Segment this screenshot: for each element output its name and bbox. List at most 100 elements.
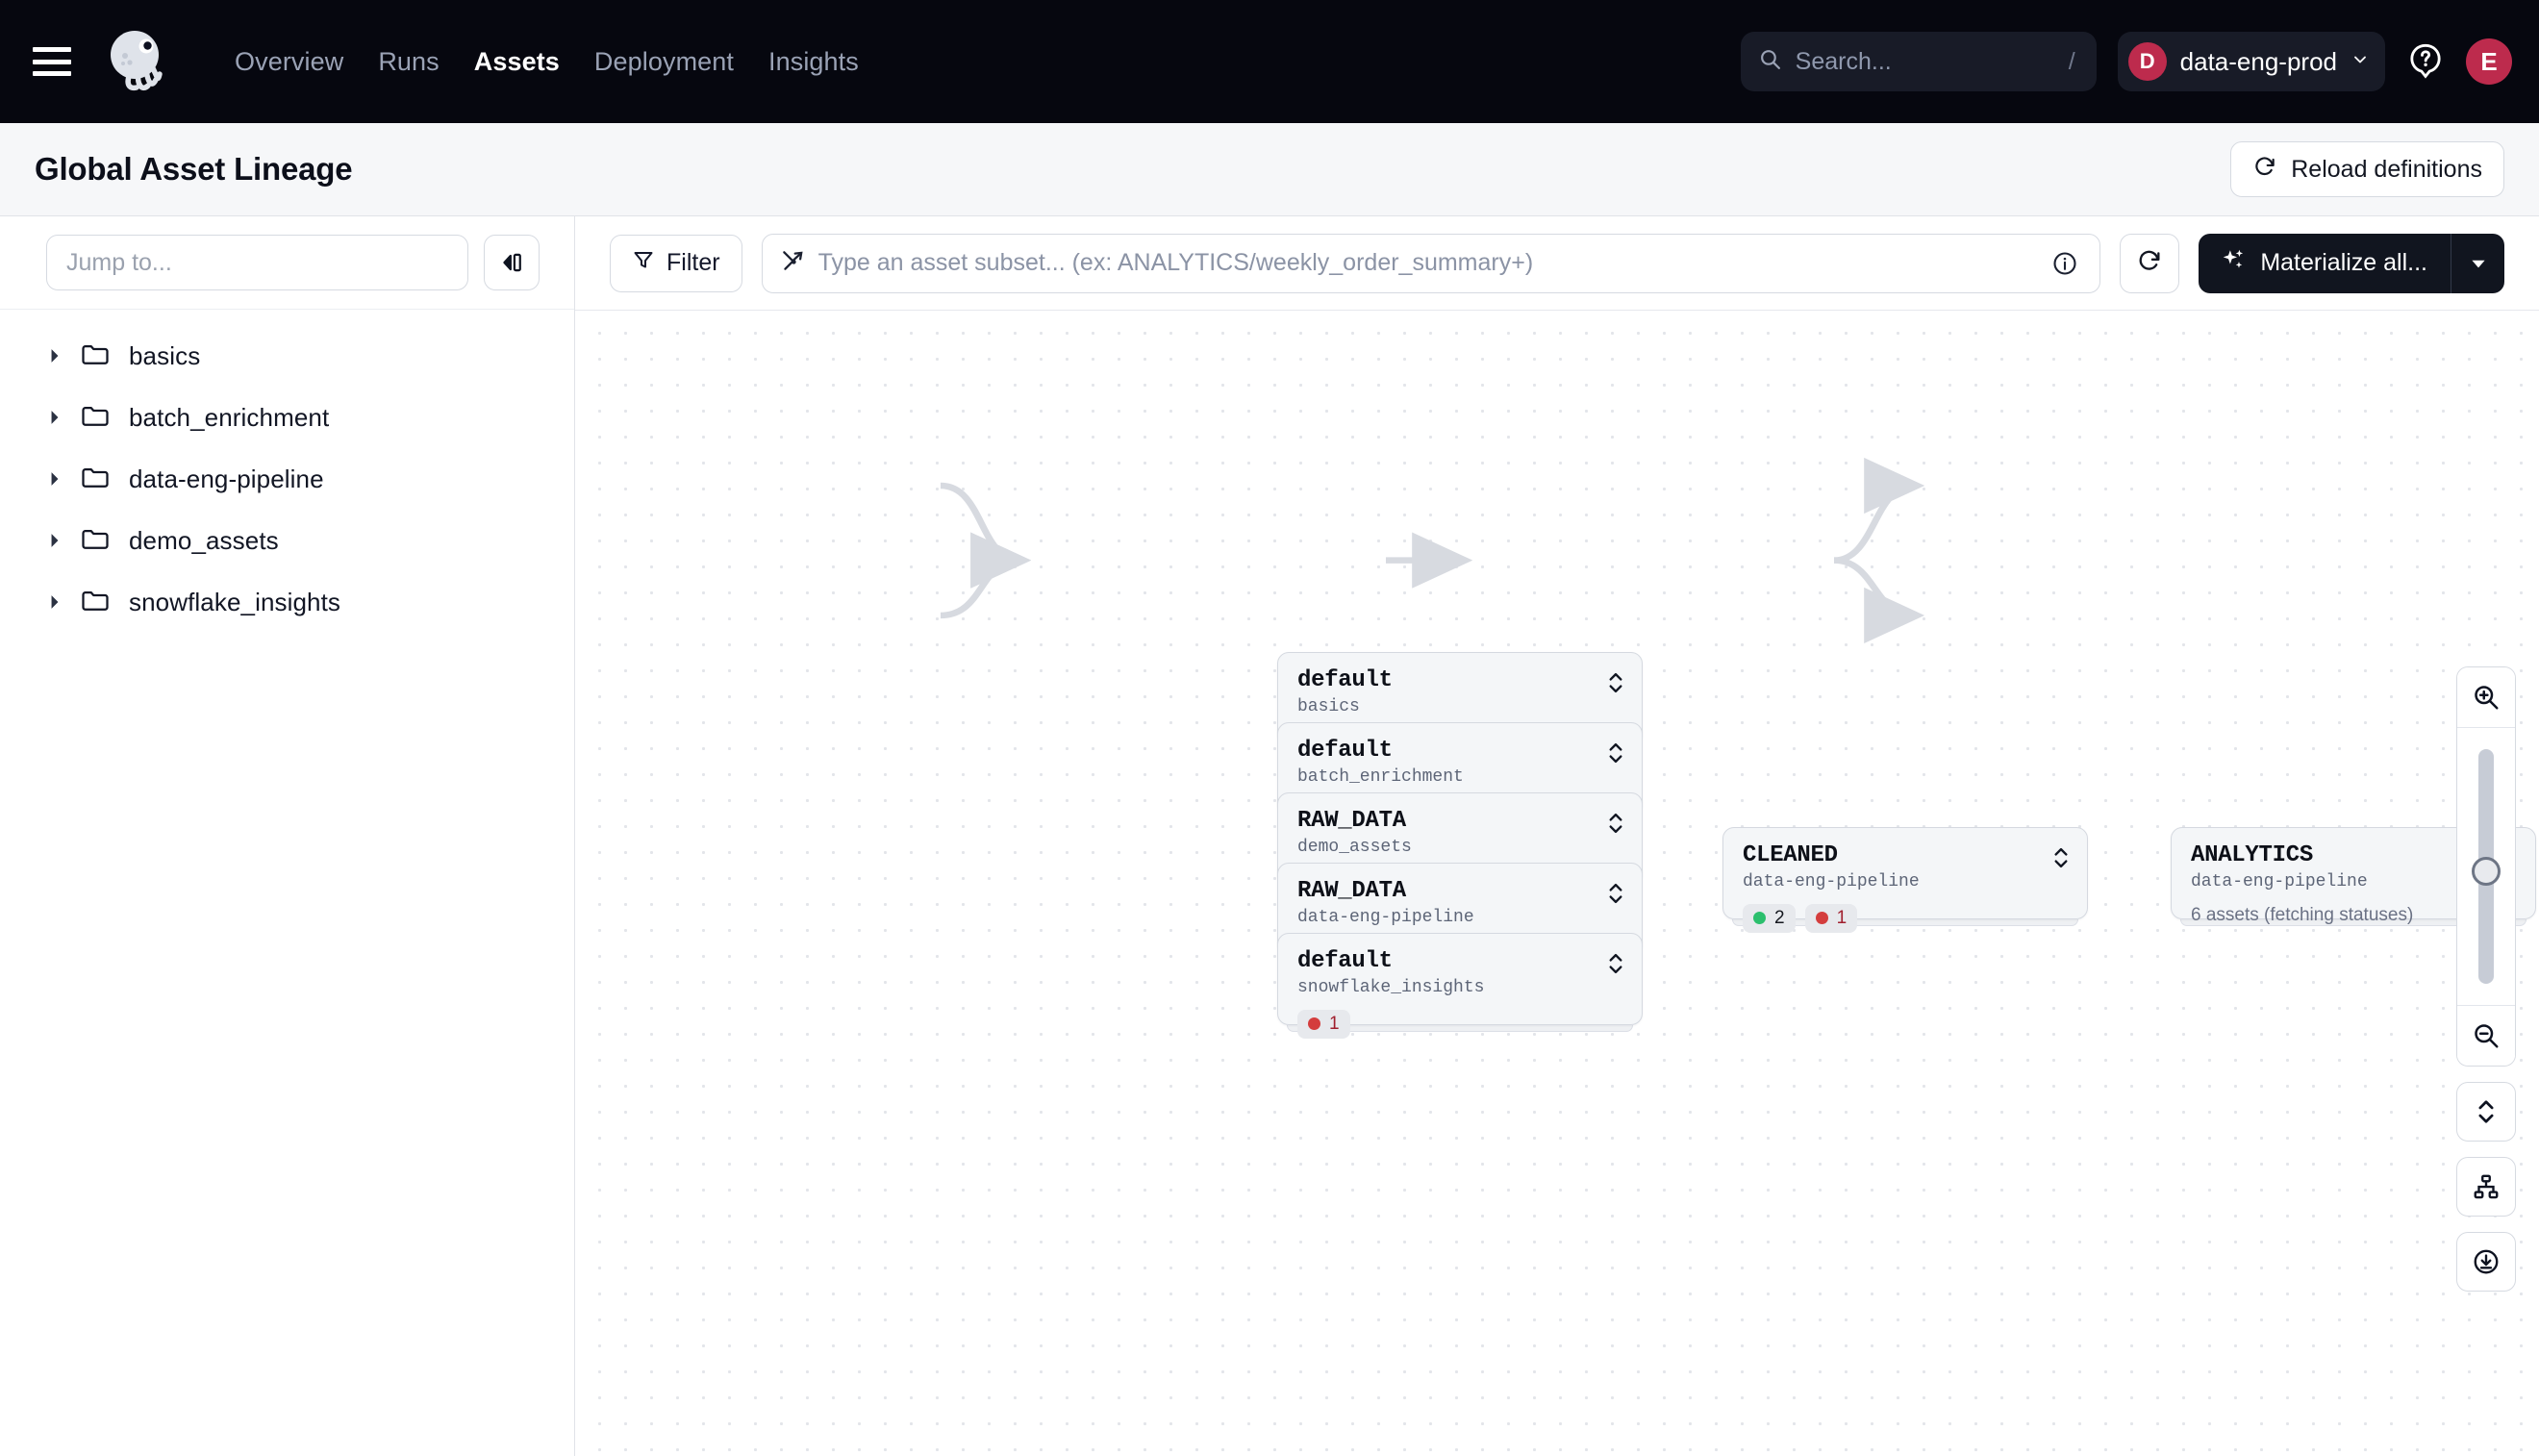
refresh-graph-button[interactable] [2120,233,2180,293]
sidebar-item-label: basics [129,340,201,370]
asset-subset-placeholder: Type an asset subset... (ex: ANALYTICS/w… [817,249,1534,276]
sidebar-item-label: snowflake_insights [129,587,341,616]
folder-icon [81,403,110,433]
asset-group-sidebar: basics batch_enrichment [0,216,575,1456]
global-search-input[interactable]: Search... / [1740,32,2097,91]
page-title: Global Asset Lineage [35,151,353,187]
nav-link-overview[interactable]: Overview [235,46,344,76]
chevron-right-icon[interactable] [48,533,62,548]
zoom-slider-thumb[interactable] [2472,857,2501,886]
materialize-all-button[interactable]: Materialize all... [2199,233,2451,293]
lineage-edges [940,458,1925,643]
sidebar-item-basics[interactable]: basics [0,325,574,387]
node-status-chips: 1 [1297,1009,1622,1039]
collapse-panel-icon[interactable] [484,235,540,290]
node-title: CLEANED [1743,842,1838,868]
chevron-expand-icon[interactable] [1607,881,1624,911]
expand-collapse-icon[interactable] [2456,1082,2516,1142]
nav-link-assets[interactable]: Assets [473,46,560,76]
lineage-canvas[interactable]: default basics 3 [575,310,2539,1456]
jump-to-input[interactable] [46,235,468,290]
folder-icon [81,526,110,556]
dagster-logo-icon[interactable] [96,24,171,99]
nav-right-cluster: Search... / D data-eng-prod E [1740,0,2512,123]
refresh-icon [2136,247,2163,279]
chevron-right-icon[interactable] [48,348,62,364]
nav-link-runs[interactable]: Runs [378,46,440,76]
node-subtitle: basics [1297,697,1360,717]
zoom-slider-group [2456,666,2516,1067]
sidebar-item-snowflake-insights[interactable]: snowflake_insights [0,571,574,633]
chevron-right-icon[interactable] [48,594,62,610]
materialize-options-caret[interactable] [2451,233,2504,293]
nav-link-insights[interactable]: Insights [768,46,859,76]
folder-icon [81,588,110,617]
node-title: default [1297,667,1393,693]
top-navigation-bar: Overview Runs Assets Deployment Insights… [0,0,2539,123]
page-header: Global Asset Lineage Reload definitions [0,123,2539,216]
asset-group-node-cleaned[interactable]: CLEANED data-eng-pipeline 2 1 [1722,827,2088,933]
zoom-in-icon[interactable] [2457,667,2515,727]
asset-group-tree: basics batch_enrichment [0,310,574,633]
chevron-expand-icon[interactable] [1607,811,1624,841]
node-subtitle: snowflake_insights [1297,978,1485,998]
node-subtitle: demo_assets [1297,838,1412,858]
node-status-text: 6 assets (fetching statuses) [2191,904,2414,925]
chevron-right-icon[interactable] [48,471,62,487]
info-circle-icon[interactable] [2051,250,2078,277]
node-subtitle: batch_enrichment [1297,767,1464,788]
node-title: default [1297,948,1393,974]
chevron-expand-icon[interactable] [2052,845,2070,875]
zoom-out-icon[interactable] [2457,1006,2515,1066]
node-status-chips: 2 1 [1743,903,2068,933]
graph-toolbar: Filter Type an asset subset... (ex: ANAL… [575,216,2539,310]
status-badge-failed[interactable]: 1 [1804,903,1858,933]
folder-icon [81,464,110,494]
status-dot-failed-icon [1308,1017,1320,1031]
materialize-all-label: Materialize all... [2260,249,2427,276]
nav-link-deployment[interactable]: Deployment [593,46,734,76]
page-body: basics batch_enrichment [0,216,2539,1456]
status-count: 1 [1329,1013,1340,1034]
lineage-graph-pane: Filter Type an asset subset... (ex: ANAL… [575,216,2539,1456]
status-badge-success[interactable]: 2 [1743,903,1796,933]
sidebar-item-label: data-eng-pipeline [129,464,324,493]
reload-definitions-button[interactable]: Reload definitions [2230,141,2504,197]
search-shortcut-hint: / [2068,47,2075,75]
node-title: ANALYTICS [2191,842,2313,868]
search-icon [1758,47,1782,76]
chevron-expand-icon[interactable] [1607,741,1624,770]
deployment-avatar: D [2127,42,2167,81]
zoom-slider[interactable] [2457,727,2515,1006]
search-placeholder: Search... [1795,47,1892,75]
sidebar-item-data-eng-pipeline[interactable]: data-eng-pipeline [0,448,574,510]
filter-button[interactable]: Filter [610,234,742,292]
sidebar-item-batch-enrichment[interactable]: batch_enrichment [0,387,574,448]
hierarchy-layout-icon[interactable] [2456,1157,2516,1217]
refresh-icon [2252,154,2277,186]
asset-subset-input[interactable]: Type an asset subset... (ex: ANALYTICS/w… [761,233,2101,293]
status-badge-failed[interactable]: 1 [1297,1009,1350,1039]
filter-label: Filter [666,249,720,276]
node-subtitle: data-eng-pipeline [1297,908,1474,928]
deployment-picker[interactable]: D data-eng-prod [2117,32,2385,91]
status-dot-failed-icon [1815,912,1828,925]
sidebar-item-label: batch_enrichment [129,402,330,432]
hamburger-menu-icon[interactable] [33,47,71,76]
node-subtitle: data-eng-pipeline [2191,872,2368,892]
reload-definitions-label: Reload definitions [2291,155,2482,183]
chevron-expand-icon[interactable] [1607,951,1624,981]
filter-icon [632,248,655,278]
node-title: RAW_DATA [1297,808,1406,834]
sidebar-item-demo-assets[interactable]: demo_assets [0,510,574,571]
asset-group-node-snowflake-insights-default[interactable]: default snowflake_insights 1 [1277,933,1643,1039]
chevron-right-icon[interactable] [48,410,62,425]
user-avatar[interactable]: E [2466,38,2512,85]
sidebar-search-row [0,216,574,310]
status-count: 2 [1774,907,1785,928]
asset-selection-icon [780,248,805,278]
status-count: 1 [1836,907,1848,928]
question-mark-icon[interactable] [2406,40,2445,84]
chevron-expand-icon[interactable] [1607,670,1624,700]
download-circle-icon[interactable] [2456,1232,2516,1292]
